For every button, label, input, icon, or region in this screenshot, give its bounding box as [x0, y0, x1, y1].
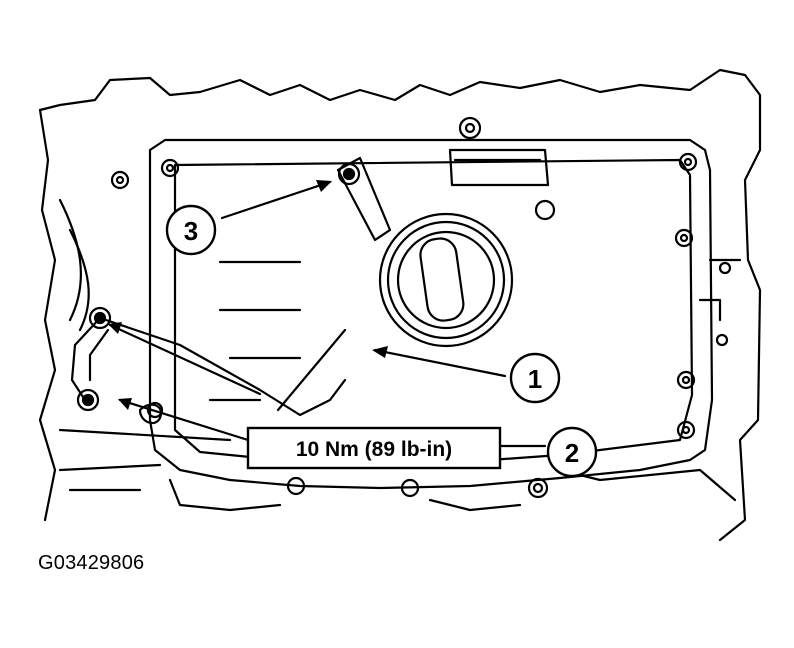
callout-1: 1 [509, 352, 561, 404]
torque-label: 10 Nm (89 lb-in) [296, 438, 452, 461]
leader-line-torque-1 [118, 398, 250, 442]
oil-tube-upper [336, 156, 392, 242]
callout-3: 3 [165, 204, 217, 256]
callout-2: 2 [546, 426, 598, 478]
leader-line-3 [220, 180, 332, 220]
engine-block-outline [38, 68, 762, 542]
oil-filter-housing [378, 212, 514, 348]
figure-id: G03429806 [38, 552, 145, 574]
bolt-icon [160, 158, 180, 178]
oil-pan-outline [148, 138, 714, 490]
callout-2-label: 2 [565, 438, 579, 468]
callout-1-label: 1 [528, 364, 542, 394]
callout-3-label: 3 [184, 216, 198, 246]
torque-label-box: 10 Nm (89 lb-in) [246, 426, 502, 470]
arrowhead [316, 180, 332, 192]
leader-line-1 [373, 348, 507, 378]
leader-line-torque-2 [108, 323, 262, 396]
oil-tube-lower [98, 316, 347, 417]
leader-line-torque-3 [276, 328, 347, 412]
